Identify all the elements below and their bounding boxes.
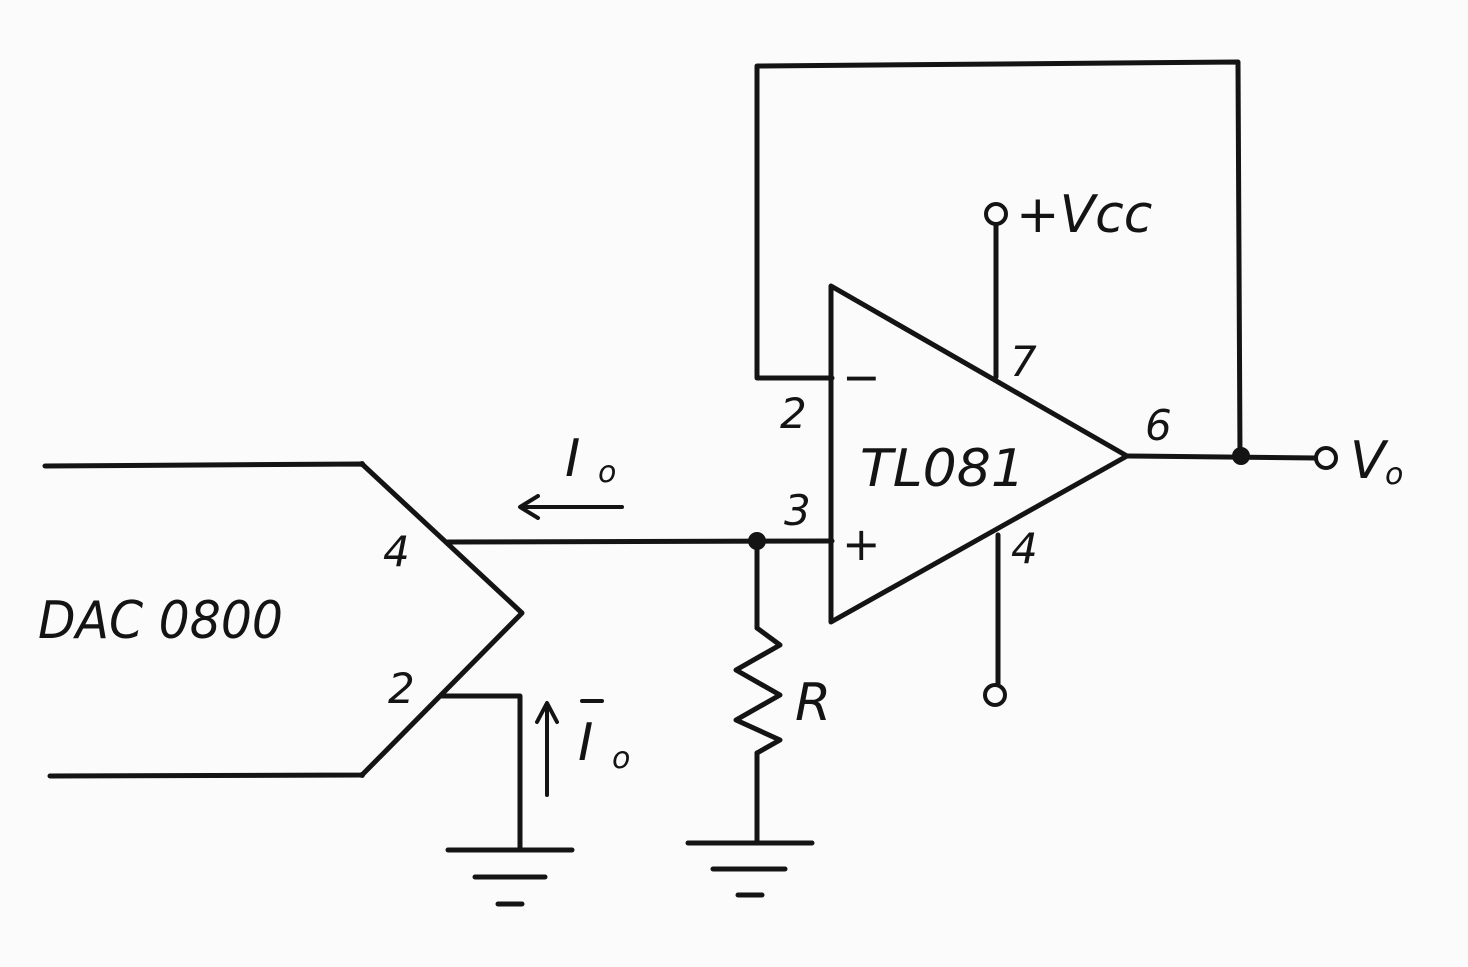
io-bar-label-sub: o (612, 741, 630, 776)
dac-outline (42, 461, 525, 779)
vo-label-sub: o (1385, 457, 1403, 492)
opamp-plus-sign: + (842, 517, 881, 571)
dac-pin-4: 4 (383, 527, 410, 576)
resistor (733, 538, 783, 846)
opamp-label: TL081 (860, 439, 1025, 499)
io-arrow-head (518, 494, 540, 520)
vee-terminal (983, 683, 1007, 707)
dac-corner-bottom (359, 772, 365, 778)
opamp-minus-sign: − (842, 350, 881, 404)
ground-symbol-dac (445, 847, 575, 907)
opamp-pin-4: 4 (1011, 524, 1038, 573)
io-label: I (565, 429, 580, 489)
feedback-wire (754, 59, 1243, 459)
output-terminal (1314, 446, 1338, 470)
io-bar-arrow-head (535, 701, 559, 724)
opamp-triangle (828, 283, 1130, 625)
ground-symbol-resistor (685, 840, 815, 898)
dac-pin-2: 2 (388, 664, 415, 713)
io-bar-arrow (535, 701, 559, 797)
opamp-pin-2: 2 (780, 389, 807, 438)
io-label-sub: o (598, 455, 616, 490)
node-output (1232, 447, 1250, 465)
opamp-pin-6: 6 (1145, 401, 1172, 450)
resistor-zigzag (733, 625, 783, 756)
dac-corner-top (359, 461, 365, 467)
vcc-terminal (984, 202, 1008, 226)
resistor-label: R (795, 673, 831, 733)
dac-block (42, 461, 525, 779)
output-wire (1124, 453, 1319, 461)
opamp-pin-7: 7 (1010, 337, 1037, 386)
vo-label: V (1350, 431, 1389, 491)
io-wire (445, 538, 835, 545)
io-arrow (518, 494, 624, 520)
vcc-label: +Vcc (1016, 185, 1152, 245)
dac-label: DAC 0800 (38, 591, 283, 651)
io-bar-wire (439, 693, 523, 853)
io-bar-label: I (578, 713, 593, 773)
opamp-pin-3: 3 (784, 486, 811, 535)
